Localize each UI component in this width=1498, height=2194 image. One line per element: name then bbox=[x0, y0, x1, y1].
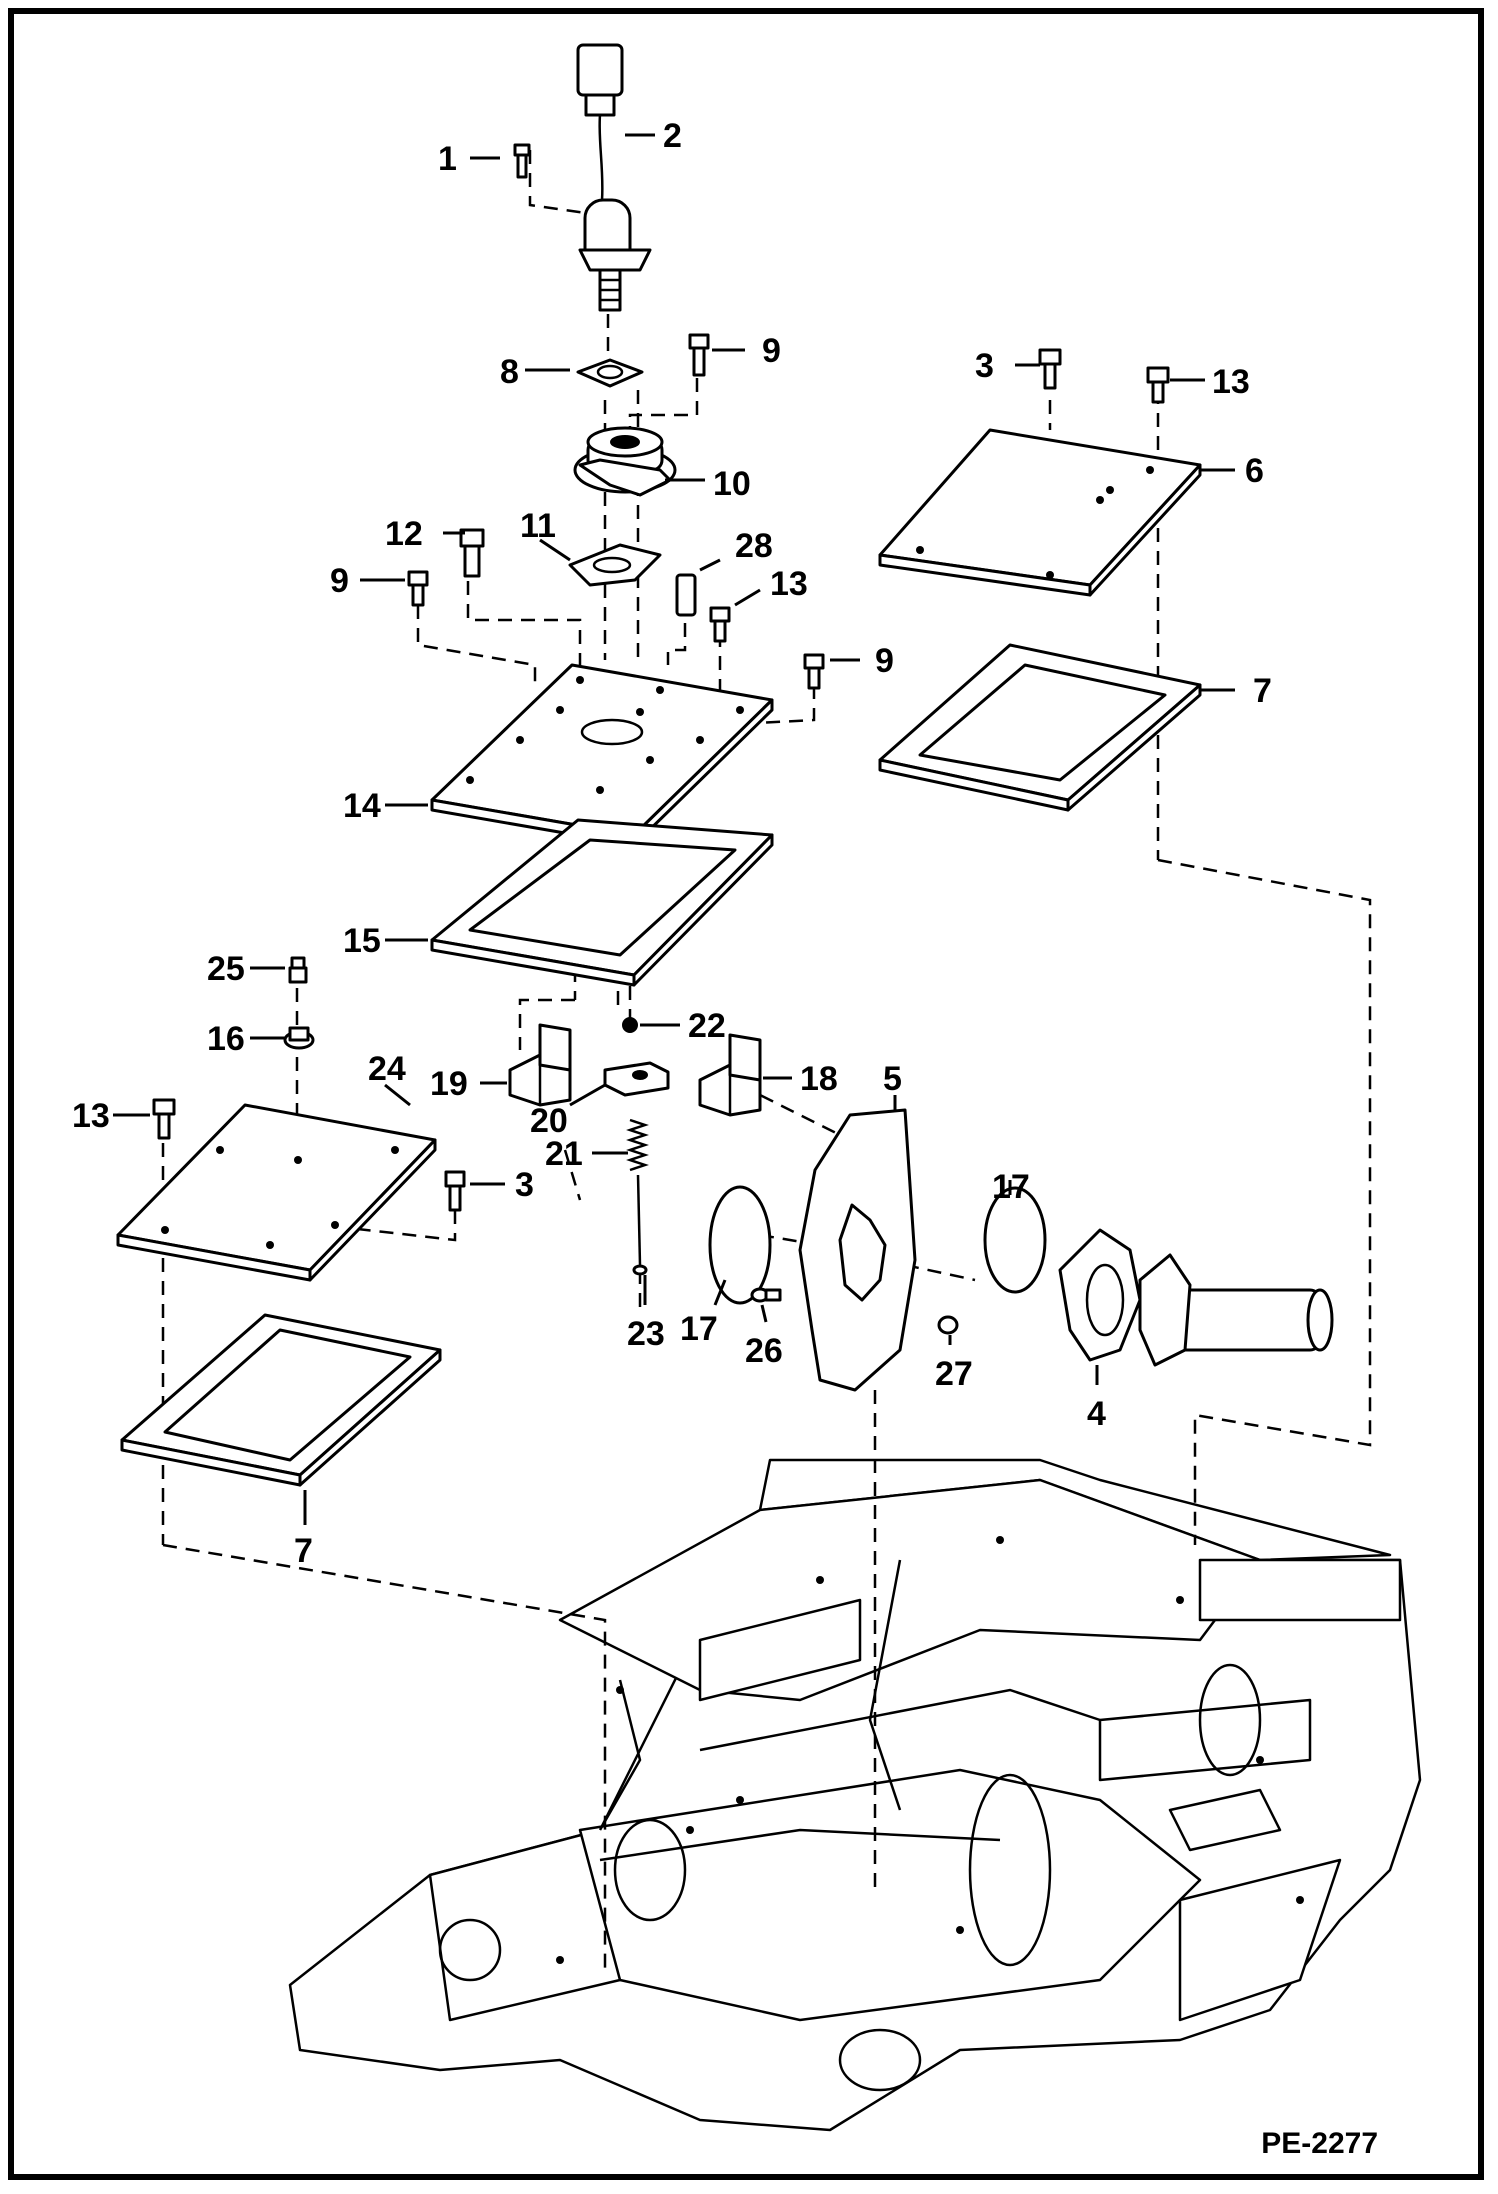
callout-8: 8 bbox=[500, 353, 519, 391]
callout-27: 27 bbox=[935, 1355, 973, 1393]
part-27-nut bbox=[937, 1315, 959, 1335]
callout-3: 3 bbox=[515, 1166, 534, 1204]
part-9-bolt-left bbox=[407, 570, 429, 607]
callout-5: 5 bbox=[883, 1060, 902, 1098]
part-23-rod bbox=[632, 1174, 648, 1276]
callout-15: 15 bbox=[343, 922, 381, 960]
part-17-ring-right bbox=[983, 1186, 1047, 1294]
part-13-bolt-left bbox=[152, 1098, 176, 1140]
callout-3: 3 bbox=[975, 347, 994, 385]
part-24-cover bbox=[116, 1103, 437, 1282]
part-13-bolt-mid bbox=[709, 606, 731, 643]
part-20-poppet bbox=[603, 1061, 670, 1097]
part-26-screw bbox=[750, 1287, 782, 1303]
callout-19: 19 bbox=[430, 1065, 468, 1103]
callout-14: 14 bbox=[343, 787, 381, 825]
callout-18: 18 bbox=[800, 1060, 838, 1098]
part-25-breather bbox=[288, 956, 308, 984]
part-3-bolt-top bbox=[1038, 348, 1062, 390]
callout-26: 26 bbox=[745, 1332, 783, 1370]
callout-13: 13 bbox=[72, 1097, 110, 1135]
part-4-drive-shaft bbox=[1058, 1228, 1334, 1367]
callout-23: 23 bbox=[627, 1315, 665, 1353]
callout-7: 7 bbox=[1253, 672, 1272, 710]
part-9-bolt-top bbox=[688, 333, 710, 377]
part-10-valve-body bbox=[573, 426, 677, 497]
callout-24: 24 bbox=[368, 1050, 406, 1088]
callout-28: 28 bbox=[735, 527, 773, 565]
part-11-gasket bbox=[568, 543, 662, 587]
callout-13: 13 bbox=[1212, 363, 1250, 401]
leader-lines bbox=[113, 133, 1235, 1525]
part-22-ball bbox=[622, 1017, 638, 1033]
callout-9: 9 bbox=[330, 562, 349, 600]
callout-13: 13 bbox=[770, 565, 808, 603]
callout-16: 16 bbox=[207, 1020, 245, 1058]
callout-2: 2 bbox=[663, 117, 682, 155]
part-15-gasket bbox=[430, 818, 774, 987]
callout-11: 11 bbox=[520, 507, 556, 545]
part-18-block bbox=[698, 1033, 762, 1117]
part-3-bolt-left bbox=[444, 1170, 466, 1212]
machine-frame bbox=[288, 1458, 1422, 2132]
part-6-cover-plate bbox=[878, 428, 1202, 597]
callout-22: 22 bbox=[688, 1007, 726, 1045]
part-21-spring bbox=[626, 1118, 649, 1172]
callout-1: 1 bbox=[438, 140, 457, 178]
callout-12: 12 bbox=[385, 515, 423, 553]
part-12-bolt bbox=[459, 528, 485, 578]
callout-17: 17 bbox=[680, 1310, 718, 1348]
part-28-pin bbox=[675, 573, 697, 617]
callout-10: 10 bbox=[713, 465, 751, 503]
part-13-bolt-top bbox=[1146, 366, 1170, 404]
part-19-block bbox=[508, 1023, 572, 1107]
callout-7: 7 bbox=[294, 1532, 313, 1570]
part-9-bolt-right bbox=[803, 653, 825, 690]
callout-4: 4 bbox=[1087, 1395, 1106, 1433]
part-1-screw bbox=[513, 143, 531, 179]
callout-9: 9 bbox=[762, 332, 781, 370]
part-14-plate bbox=[430, 663, 774, 847]
part-17-ring-left bbox=[708, 1185, 772, 1305]
part-5-sprocket-disc bbox=[798, 1108, 917, 1392]
drawing-code: PE-2277 bbox=[1261, 2127, 1378, 2160]
callout-25: 25 bbox=[207, 950, 245, 988]
callout-labels: 1 2 3 13 8 9 6 10 12 11 28 9 13 9 7 14 1… bbox=[72, 117, 1272, 1570]
part-8-gasket bbox=[576, 358, 644, 388]
part-2-solenoid bbox=[576, 43, 652, 312]
part-7-gasket-right bbox=[878, 643, 1202, 812]
callout-17: 17 bbox=[992, 1168, 1030, 1206]
callout-9: 9 bbox=[875, 642, 894, 680]
part-7-gasket-left bbox=[120, 1313, 442, 1487]
callout-21: 21 bbox=[545, 1135, 583, 1173]
callout-6: 6 bbox=[1245, 452, 1264, 490]
callout-20: 20 bbox=[530, 1102, 568, 1140]
part-16-plug bbox=[283, 1026, 315, 1050]
